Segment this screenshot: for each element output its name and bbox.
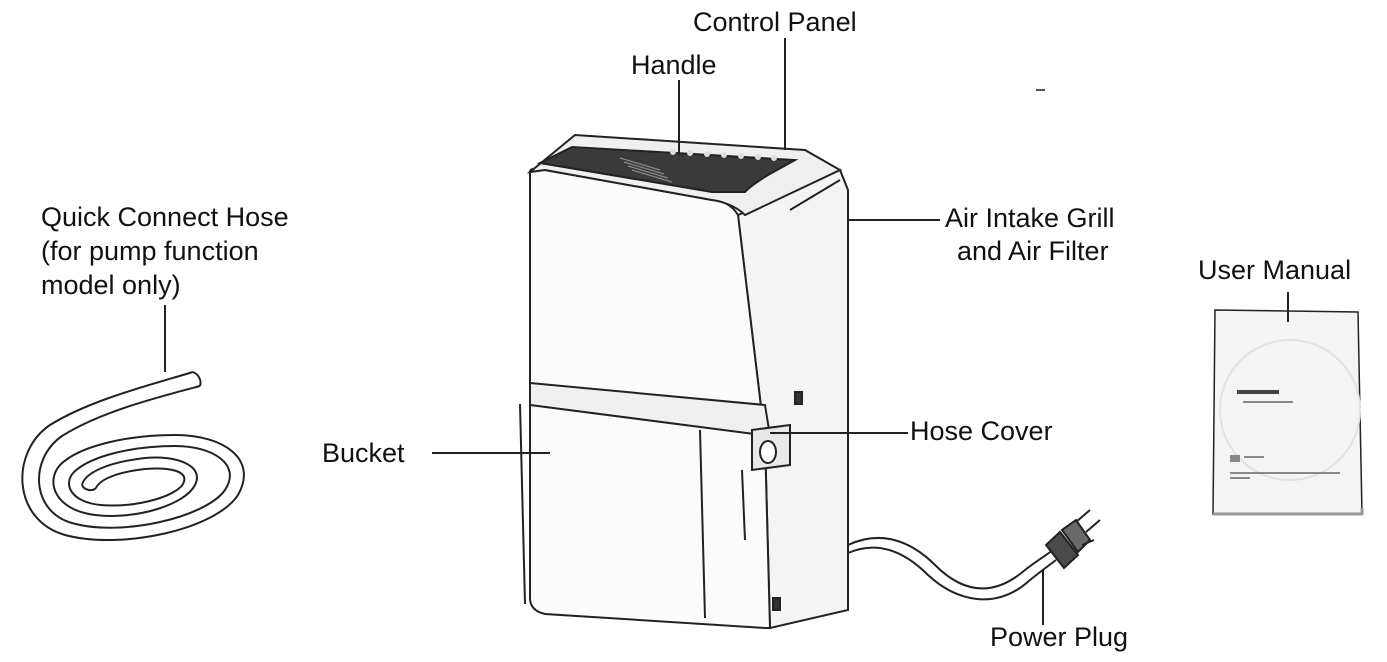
air-intake-label-line1: Air Intake Grill [945,203,1115,233]
quick-connect-hose-label-line2: (for pump function [41,236,259,266]
handle-label: Handle [631,50,717,80]
air-intake-label-line2: and Air Filter [957,236,1109,266]
bucket-label: Bucket [322,438,405,468]
dehumidifier-illustration [519,133,849,630]
control-panel-label: Control Panel [693,7,857,37]
quick-connect-hose-label-line3: model only) [41,270,181,300]
power-plug-label: Power Plug [990,622,1128,652]
power-plug-icon [1044,509,1101,570]
quick-connect-hose-label-line1: Quick Connect Hose [41,202,289,232]
quick-connect-hose-illustration [21,371,245,542]
user-manual-illustration [1212,309,1364,516]
power-cord-illustration [847,537,1057,601]
hose-cover-label: Hose Cover [910,416,1053,446]
user-manual-label: User Manual [1198,255,1351,285]
